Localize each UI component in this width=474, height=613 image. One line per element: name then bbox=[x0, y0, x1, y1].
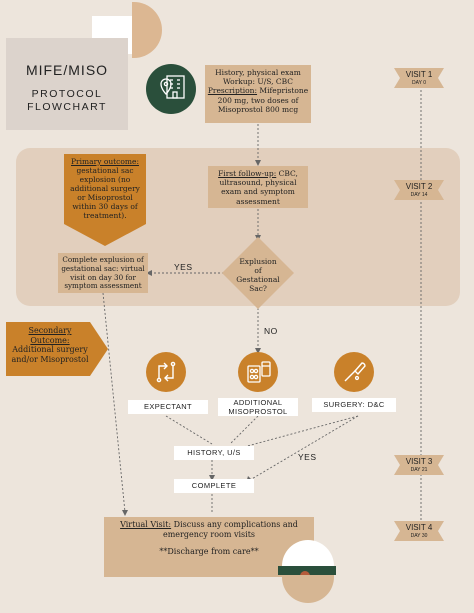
title-card bbox=[6, 38, 128, 130]
visit-1-day: DAY 0 bbox=[412, 80, 426, 86]
virtual-visit-box: Virtual Visit: Discuss any complications… bbox=[104, 517, 314, 577]
title-line-1: MIFE/MISO bbox=[25, 62, 109, 78]
primary-outcome-shape: Primary outcome: gestational sac explosi… bbox=[64, 154, 146, 246]
visit-badge-2: VISIT 2 DAY 14 bbox=[394, 180, 444, 200]
follow-up-label: First follow-up: bbox=[218, 169, 277, 178]
yes-label-1: YES bbox=[174, 262, 193, 272]
title-line-3: FLOWCHART bbox=[27, 101, 107, 113]
secondary-outcome-text: Additional surgery and/or Misoprostol bbox=[11, 345, 89, 364]
no-label: NO bbox=[264, 326, 278, 336]
option-additional-misoprostol: ADDITIONAL MISOPROSTOL bbox=[218, 398, 298, 416]
history-us-box: HISTORY, U/S bbox=[174, 446, 254, 460]
cycle-arrows-icon bbox=[146, 352, 186, 392]
visit-2-day: DAY 14 bbox=[410, 192, 428, 198]
visit-3-day: DAY 21 bbox=[410, 467, 428, 473]
visit-3-label: VISIT 3 bbox=[405, 457, 433, 466]
primary-outcome-text: gestational sac explosion (no additional… bbox=[70, 166, 140, 220]
visit-2-label: VISIT 2 bbox=[405, 182, 433, 191]
title-line-2: PROTOCOL bbox=[31, 88, 103, 100]
hospital-location-icon bbox=[146, 64, 196, 114]
option-expectant: EXPECTANT bbox=[128, 400, 208, 414]
prescription-text: Mifepristone 200 mg, two doses of Misopr… bbox=[217, 86, 309, 114]
decision-diamond: Explusion of Gestational Sac? bbox=[222, 237, 294, 309]
visit-badge-4: VISIT 4 DAY 30 bbox=[394, 521, 444, 541]
prescription-label: Prescription: bbox=[207, 86, 258, 96]
visit-4-label: VISIT 4 bbox=[405, 523, 433, 532]
complete-explusion-box: Complete explusion of gestational sac: v… bbox=[58, 253, 148, 293]
history-exam-box: History, physical exam Workup: U/S, CBC … bbox=[205, 65, 311, 123]
virtual-visit-text: Discuss any complications and emergency … bbox=[162, 520, 298, 539]
pill-pack-icon bbox=[238, 352, 278, 392]
scalpel-icon bbox=[334, 352, 374, 392]
yes-label-2: YES bbox=[298, 452, 317, 462]
option-surgery: SURGERY: D&C bbox=[312, 398, 396, 412]
follow-up-box: First follow-up: CBC, ultrasound, physic… bbox=[208, 166, 308, 208]
primary-outcome-label: Primary outcome: bbox=[71, 157, 139, 166]
discharge-text: **Discharge from care** bbox=[159, 547, 259, 556]
visit-1-label: VISIT 1 bbox=[405, 70, 433, 79]
history-line-2: Workup: U/S, CBC bbox=[222, 77, 293, 87]
secondary-outcome-shape: Secondary Outcome: Additional surgery an… bbox=[6, 322, 108, 376]
history-prescription: Prescription: Mifepristone 200 mg, two d… bbox=[205, 86, 311, 114]
history-line-1: History, physical exam bbox=[215, 68, 301, 77]
visit-4-day: DAY 30 bbox=[410, 533, 428, 539]
virtual-visit-label: Virtual Visit: bbox=[120, 520, 172, 529]
decor-green-bar bbox=[278, 566, 336, 575]
visit-badge-3: VISIT 3 DAY 21 bbox=[394, 455, 444, 475]
diamond-text: Explusion of Gestational Sac? bbox=[236, 257, 280, 293]
follow-up-text: CBC, ultrasound, physical exam and sympt… bbox=[219, 169, 298, 206]
secondary-outcome-label: Secondary Outcome: bbox=[28, 326, 72, 345]
complete-box: COMPLETE bbox=[174, 479, 254, 493]
visit-badge-1: VISIT 1 DAY 0 bbox=[394, 68, 444, 88]
